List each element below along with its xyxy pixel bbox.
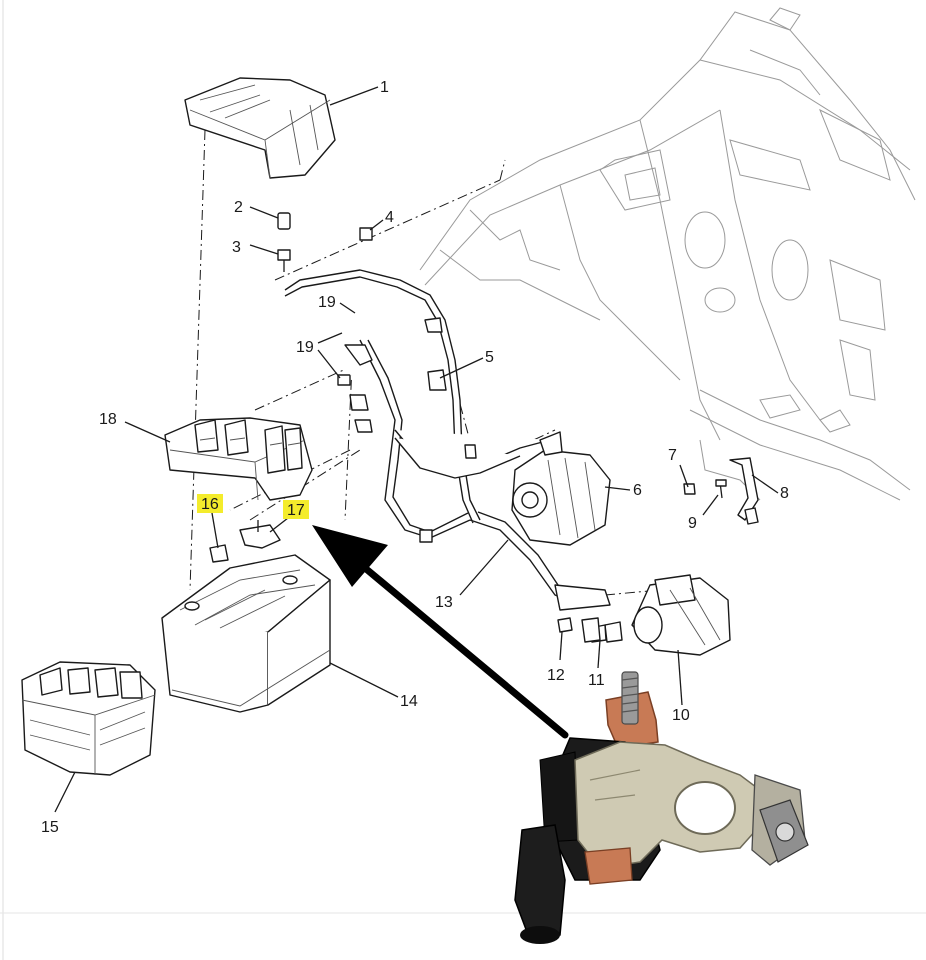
callout-11: 11 [588, 672, 605, 689]
callout-leader-lines [54, 86, 779, 813]
callout-19-upper: 19 [318, 294, 336, 311]
terminal-parts-16-17 [209, 520, 281, 563]
callout-3: 3 [232, 239, 241, 256]
callout-14: 14 [400, 693, 418, 710]
alternator-part [511, 431, 611, 546]
callout-4: 4 [385, 209, 394, 226]
callout-13: 13 [435, 594, 453, 611]
callout-5: 5 [485, 349, 494, 366]
callout-9: 9 [688, 515, 697, 532]
arrow-pointer-icon [312, 525, 569, 739]
callout-12: 12 [547, 667, 565, 684]
callout-15: 15 [41, 819, 59, 836]
underhood-fuse-center-part [21, 661, 156, 776]
callout-1: 1 [380, 79, 389, 96]
battery-terminal-photo [514, 671, 809, 944]
callout-19-lower: 19 [296, 339, 314, 356]
starter-part [589, 574, 731, 656]
callout-17-highlight [283, 500, 309, 519]
callout-10: 10 [672, 707, 690, 724]
callout-18: 18 [99, 411, 117, 428]
callout-2: 2 [234, 199, 243, 216]
starter-fasteners [557, 617, 601, 643]
relay-block-part [164, 417, 313, 501]
fuse-box-cover-part [184, 77, 336, 179]
callout-16: 16 [201, 496, 219, 513]
battery-part [161, 554, 331, 713]
vehicle-body-structure [419, 7, 916, 501]
callout-16-highlight [197, 494, 223, 513]
callout-7: 7 [668, 447, 677, 464]
callout-labels: 1 2 3 4 5 6 7 8 9 10 11 12 13 14 15 16 1… [41, 79, 789, 836]
callout-6: 6 [633, 482, 642, 499]
battery-cable-harness [284, 269, 611, 611]
callout-8: 8 [780, 485, 789, 502]
ground-strap-part [683, 457, 759, 525]
callout-17: 17 [287, 502, 305, 519]
